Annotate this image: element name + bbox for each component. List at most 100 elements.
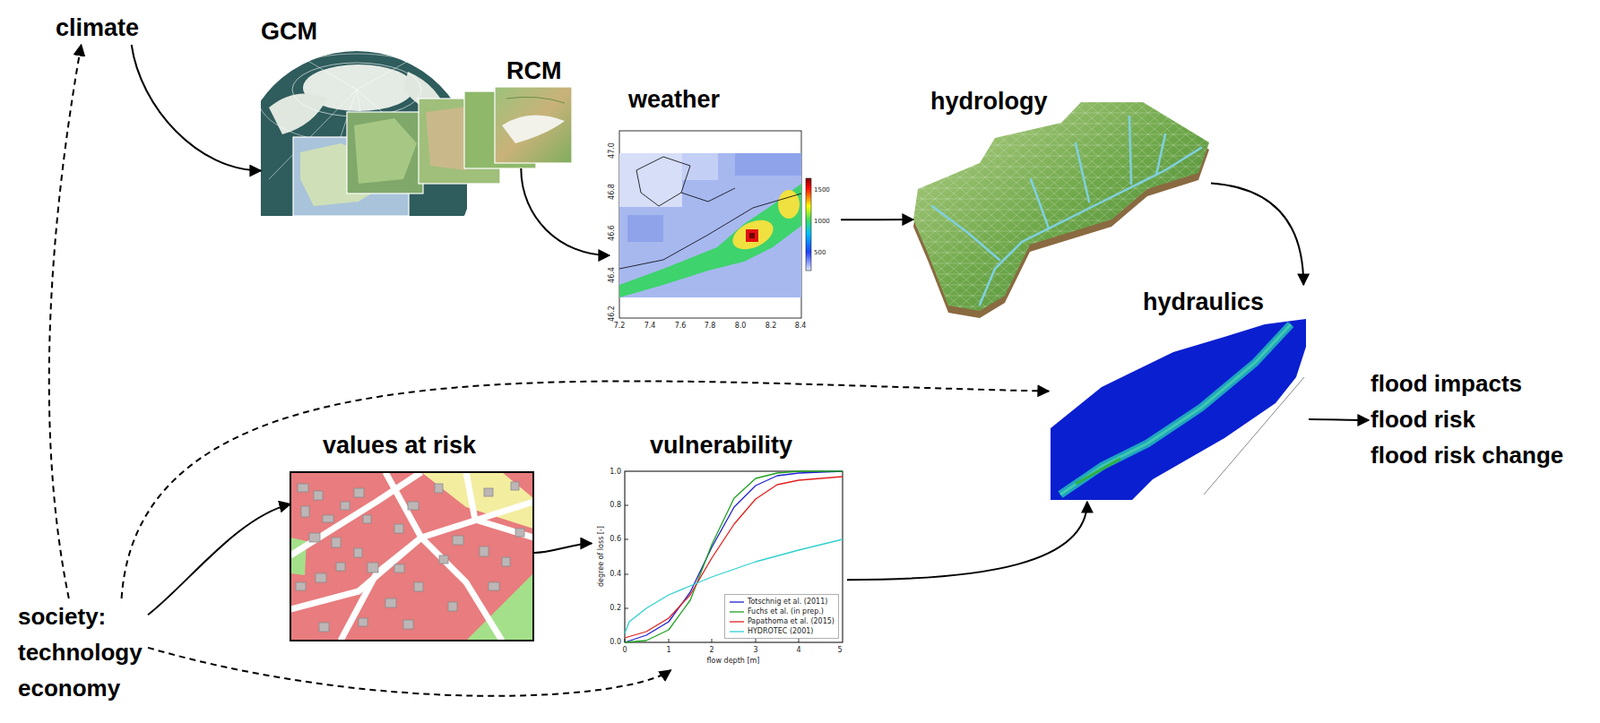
node-heading: flood impacts (1370, 365, 1523, 402)
axis-title: flow depth [m] (707, 657, 761, 666)
label-anchor: 0.4 (609, 570, 622, 580)
tick-label: 46.4 (608, 267, 617, 284)
node-line: flood risk (1370, 401, 1476, 438)
land-use-map (290, 472, 534, 641)
land-use-map (394, 564, 405, 573)
catchment-terrain (1075, 143, 1090, 202)
legend-line (728, 599, 745, 606)
land-use-map (452, 536, 464, 545)
precipitation-map (619, 153, 802, 298)
catchment-terrain (1156, 134, 1166, 175)
node-heading: weather (628, 84, 720, 115)
axis-title: degree of loss [-] (597, 526, 606, 588)
vulnerability-chart (624, 471, 843, 643)
legend-line (729, 631, 744, 632)
label-anchor: 46.8 (608, 183, 617, 200)
node-heading: values at risk (322, 430, 476, 461)
vulnerability-chart (624, 471, 843, 643)
catchment-terrain (932, 206, 1000, 260)
label-anchor: 0.8 (609, 501, 622, 511)
model-panel: values at risk (290, 430, 535, 642)
label-anchor: 4 (795, 647, 801, 656)
flow-arrow (131, 44, 261, 172)
tick-label: 7.6 (674, 322, 687, 331)
flow-arrow (147, 504, 291, 616)
land-use-map (363, 515, 372, 524)
land-use-map (297, 484, 309, 493)
land-use-map (301, 506, 310, 518)
tick-label: 0.2 (609, 605, 622, 614)
label-anchor: 7.8 (704, 322, 717, 331)
catchment-terrain (913, 102, 1210, 312)
dashed-arrow (121, 380, 1049, 599)
label-anchor: 3 (752, 647, 758, 656)
rcm-domains (354, 118, 417, 184)
model-panel: hydrology (913, 86, 1211, 318)
land-use-map (414, 582, 424, 592)
catchment-terrain (932, 116, 1202, 305)
tick-label: 47.0 (608, 142, 617, 159)
label-anchor: 1000 (813, 218, 831, 226)
tick-label: 8.4 (795, 322, 807, 331)
precipitation-map (749, 233, 755, 239)
precipitation-map (619, 153, 683, 208)
precipitation-map (745, 229, 759, 243)
land-use-map (295, 482, 525, 632)
land-use-map (358, 618, 368, 627)
tick-label: 500 (813, 250, 826, 258)
precipitation-map (778, 190, 800, 219)
land-use-map (309, 533, 320, 543)
label-anchor: 46.4 (608, 267, 617, 284)
inundation-model (1060, 324, 1291, 495)
node-heading: GCM (260, 16, 318, 47)
map-frame (290, 472, 534, 641)
legend-row: Papathoma et al. (2015) (728, 616, 835, 627)
tick-label: 0.8 (609, 501, 622, 511)
node-heading: hydrology (930, 86, 1048, 117)
inundation-model (1050, 319, 1306, 501)
catchment-terrain (1129, 116, 1132, 184)
land-use-map (340, 501, 350, 511)
flow-arrow (840, 218, 914, 221)
chart-legend: Totschnig et al. (2011)Fuchs et al. (in … (724, 594, 839, 640)
legend-row: Fuchs et al. (in prep.) (728, 606, 835, 617)
rcm-domains (346, 112, 424, 194)
node-line: economy (17, 670, 121, 707)
vulnerability-chart (624, 476, 843, 639)
output-label: flood impactsflood riskflood risk change (1368, 365, 1570, 476)
tick-label: 1500 (813, 187, 831, 195)
rcm-domains (494, 86, 572, 164)
land-use-map (290, 472, 534, 641)
precipitation-map (735, 153, 802, 176)
precipitation-map (619, 130, 802, 319)
land-use-map (434, 484, 443, 493)
label-anchor: 1500 (813, 187, 831, 195)
tick-label: 0.4 (609, 570, 622, 580)
label-anchor: 46.2 (608, 305, 617, 322)
legend-text: Papathoma et al. (2015) (747, 617, 835, 626)
tick-label: 46.2 (608, 305, 617, 322)
legend-line (728, 619, 745, 625)
model-panel: hydraulics (1048, 285, 1309, 502)
node-line: technology (17, 634, 143, 671)
rcm-domains (293, 86, 572, 217)
legend-row: Totschnig et al. (2011) (728, 596, 835, 607)
tick-label: 8.0 (735, 322, 747, 331)
tick-label: 46.6 (608, 224, 617, 242)
land-use-map (515, 528, 525, 537)
land-use-map (315, 573, 327, 583)
label-anchor: 5 (837, 647, 842, 656)
land-use-map (290, 537, 422, 610)
tick-label: 46.8 (608, 183, 617, 200)
land-use-map (331, 537, 341, 548)
precipitation-map (619, 193, 802, 269)
label-anchor: 0 (622, 647, 627, 656)
tick-label: 1 (665, 647, 671, 656)
driver-label: climate (53, 12, 146, 45)
legend-text: Fuchs et al. (in prep.) (747, 607, 824, 616)
driver-label: society:technologyeconomy (16, 598, 148, 709)
inundation-model (1050, 319, 1306, 501)
label-anchor: 8.0 (735, 322, 747, 331)
land-use-map (403, 620, 414, 630)
